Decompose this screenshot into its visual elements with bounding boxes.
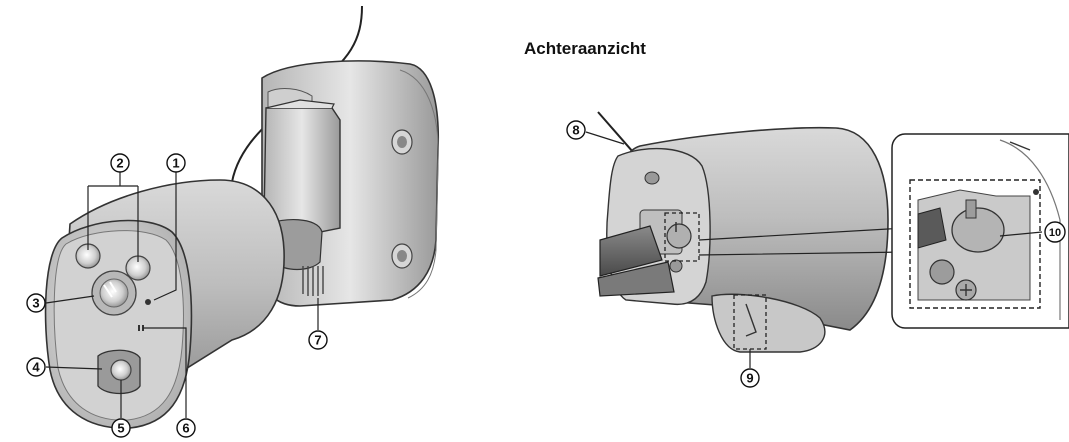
callout-8-label: 8 — [572, 123, 579, 138]
callout-4: 4 — [26, 357, 46, 377]
callout-1: 1 — [166, 153, 186, 173]
callout-5: 5 — [111, 418, 131, 438]
section-title: Achteraanzicht — [524, 39, 646, 58]
callout-7-label: 7 — [314, 333, 321, 348]
callout-2-label: 2 — [116, 156, 123, 171]
rear-view-illustration — [585, 111, 1069, 368]
callout-2: 2 — [110, 153, 130, 173]
callout-9-label: 9 — [746, 371, 753, 386]
callout-5-label: 5 — [117, 421, 124, 436]
callout-6-label: 6 — [182, 421, 189, 436]
callout-10: 10 — [1044, 221, 1066, 243]
status-led — [110, 359, 132, 381]
light-sensor — [145, 299, 151, 305]
callout-9: 9 — [740, 368, 760, 388]
callout-7: 7 — [308, 330, 328, 350]
callout-10-label: 10 — [1049, 227, 1061, 239]
callout-6: 6 — [176, 418, 196, 438]
callout-4-label: 4 — [32, 360, 40, 375]
callout-3-label: 3 — [32, 296, 39, 311]
speaker-grille — [302, 266, 324, 296]
front-camera-illustration — [44, 5, 440, 429]
callout-3: 3 — [26, 293, 46, 313]
callout-1-label: 1 — [172, 156, 179, 171]
callout-8: 8 — [566, 120, 586, 140]
